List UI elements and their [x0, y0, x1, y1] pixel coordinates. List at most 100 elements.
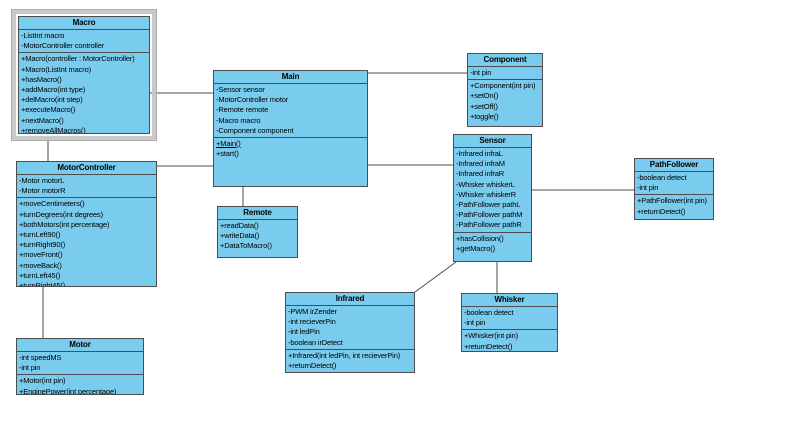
methods-compartment-main: +Main()+start() — [214, 138, 367, 160]
uml-class-body-infrared: Infrared-PWM irZender-int recieverPin-in… — [286, 293, 414, 372]
method-row: +turnLeft90() — [19, 230, 61, 240]
methods-compartment-motorcontroller: +moveCentimeters()+turnDegrees(int degre… — [17, 198, 156, 286]
uml-class-infrared[interactable]: Infrared-PWM irZender-int recieverPin-in… — [285, 292, 415, 373]
method-row: +hasCollision() — [456, 233, 504, 243]
class-title-component: Component — [468, 54, 542, 67]
attribute-row: -Sensor sensor — [216, 85, 265, 94]
method-row: +returnDetect() — [464, 341, 513, 351]
method-row: +delMacro(int step) — [21, 95, 83, 105]
uml-class-motorcontroller[interactable]: MotorController-Motor motorL-Motor motor… — [16, 161, 157, 287]
attribute-row: -int pin — [470, 68, 492, 77]
attributes-compartment-motor: -int speedMS-int pin — [17, 352, 143, 376]
method-row: +Component(int pin) — [470, 81, 536, 91]
method-row: +readData() — [220, 221, 259, 230]
methods-compartment-infrared: +Infrared(int ledPin, int recieverPin)+r… — [286, 350, 414, 372]
method-row: +Macro(ListInt macro) — [21, 64, 91, 74]
method-row: +EnginePower(int percentage) — [19, 386, 117, 394]
method-row: +Macro(controller : MotorController) — [21, 54, 135, 64]
attribute-row: -Motor motorL — [19, 176, 65, 185]
method-row: +moveFront() — [19, 250, 63, 260]
method-row: +returnDetect() — [637, 206, 686, 216]
method-row: +turnLeft45() — [19, 270, 61, 280]
attribute-row: -int pin — [19, 363, 41, 373]
uml-class-body-motor: Motor-int speedMS-int pin+Motor(int pin)… — [17, 339, 143, 394]
uml-class-body-remote: Remote+readData()+writeData()+DataToMacr… — [218, 207, 297, 257]
attribute-row: -int ledPin — [288, 327, 320, 337]
uml-class-component[interactable]: Component-int pin+Component(int pin)+set… — [467, 53, 543, 127]
uml-class-pathfollower[interactable]: PathFollower-boolean detect-int pin +Path… — [634, 158, 714, 220]
class-title-whisker: Whisker — [462, 294, 557, 307]
method-row: +moveCentimeters() — [19, 199, 85, 209]
method-row: +executeMacro() — [21, 105, 76, 115]
attribute-row: -PathFollower pathM — [456, 210, 523, 220]
uml-class-sensor[interactable]: Sensor-Infrared infraL-Infrared infraM-I… — [453, 134, 532, 262]
uml-class-main[interactable]: Main-Sensor sensor-MotorController motor… — [213, 70, 368, 187]
attribute-row: -MotorController controller — [21, 41, 105, 51]
methods-compartment-pathfollower: +PathFollower(int pin)+returnDetect() — [635, 195, 713, 217]
uml-class-motor[interactable]: Motor-int speedMS-int pin+Motor(int pin)… — [16, 338, 144, 395]
attribute-row: -int recieverPin — [288, 317, 336, 327]
method-row: +returnDetect() — [288, 361, 337, 371]
attributes-compartment-infrared: -PWM irZender-int recieverPin-int ledPin… — [286, 306, 414, 350]
class-title-infrared: Infrared — [286, 293, 414, 306]
method-row: +Main() — [216, 139, 241, 149]
attribute-row: -Whisker whiskerL — [456, 179, 515, 189]
uml-class-whisker[interactable]: Whisker-boolean detect-int pin+Whisker(i… — [461, 293, 558, 352]
method-row: +addMacro(int type) — [21, 85, 86, 95]
method-row: +nextMacro() — [21, 115, 64, 125]
class-title-motor: Motor — [17, 339, 143, 352]
attribute-row: -int pin — [637, 183, 659, 193]
uml-class-macro[interactable]: Macro-ListInt macro-MotorController cont… — [11, 9, 157, 141]
attributes-compartment-whisker: -boolean detect-int pin — [462, 307, 557, 331]
attributes-compartment-motorcontroller: -Motor motorL-Motor motorR — [17, 175, 156, 199]
attribute-row: -boolean irDetect — [288, 337, 343, 347]
method-row: +Motor(int pin) — [19, 376, 66, 386]
uml-class-body-macro: Macro-ListInt macro-MotorController cont… — [19, 17, 149, 133]
methods-compartment-motor: +Motor(int pin)+EnginePower(int percenta… — [17, 375, 143, 394]
class-title-main: Main — [214, 71, 367, 84]
attribute-row: -Infrared infraL — [456, 149, 503, 158]
method-row: +removeAllMacros() — [21, 125, 86, 133]
attribute-row: -int speedMS — [19, 353, 62, 362]
class-title-pathfollower: PathFollower — [635, 159, 713, 172]
uml-class-body-main: Main-Sensor sensor-MotorController motor… — [214, 71, 367, 186]
attribute-row: -ListInt macro — [21, 31, 65, 40]
class-title-macro: Macro — [19, 17, 149, 30]
method-row: +writeData() — [220, 231, 260, 241]
uml-class-body-sensor: Sensor-Infrared infraL-Infrared infraM-I… — [454, 135, 531, 261]
attribute-row: -Remote remote — [216, 105, 269, 115]
uml-class-body-component: Component-int pin+Component(int pin)+set… — [468, 54, 542, 126]
method-row: +bothMotors(int percentage) — [19, 219, 110, 229]
method-row: +setOff() — [470, 101, 498, 111]
attribute-row: -Whisker whiskerR — [456, 189, 516, 199]
method-row: +turnRight90() — [19, 240, 66, 250]
association-line-sensor-to-infrared[interactable] — [414, 261, 457, 293]
methods-compartment-macro: +Macro(controller : MotorController)+Mac… — [19, 53, 149, 133]
attribute-row: -PathFollower pathR — [456, 220, 522, 230]
uml-class-body-motorcontroller: MotorController-Motor motorL-Motor motor… — [17, 162, 156, 286]
attribute-row: -int pin — [464, 318, 486, 328]
class-title-motorcontroller: MotorController — [17, 162, 156, 175]
attributes-compartment-macro: -ListInt macro-MotorController controlle… — [19, 30, 149, 54]
attribute-row: -Motor motorR — [19, 186, 66, 196]
method-row: +Infrared(int ledPin, int recieverPin) — [288, 350, 401, 360]
method-row: +setOn() — [470, 91, 499, 101]
attributes-compartment-component: -int pin — [468, 67, 542, 81]
methods-compartment-component: +Component(int pin)+setOn()+setOff()+tog… — [468, 80, 542, 123]
attribute-row: -MotorController motor — [216, 95, 289, 105]
class-title-sensor: Sensor — [454, 135, 531, 148]
attribute-row: -Infrared infraM — [456, 159, 505, 169]
method-row: +hasMacro() — [21, 74, 62, 84]
method-row: +moveBack() — [19, 260, 62, 270]
attribute-row: -boolean detect — [637, 173, 687, 182]
class-title-remote: Remote — [218, 207, 297, 220]
method-row: +getMacro() — [456, 243, 495, 253]
uml-class-remote[interactable]: Remote+readData()+writeData()+DataToMacr… — [217, 206, 298, 258]
methods-compartment-whisker: +Whisker(int pin)+returnDetect() — [462, 330, 557, 351]
method-row: +turnDegrees(int degrees) — [19, 209, 104, 219]
uml-class-body-whisker: Whisker-boolean detect-int pin+Whisker(i… — [462, 294, 557, 351]
methods-compartment-remote: +readData()+writeData()+DataToMacro() — [218, 220, 297, 253]
attribute-row: -Infrared infraR — [456, 169, 505, 179]
